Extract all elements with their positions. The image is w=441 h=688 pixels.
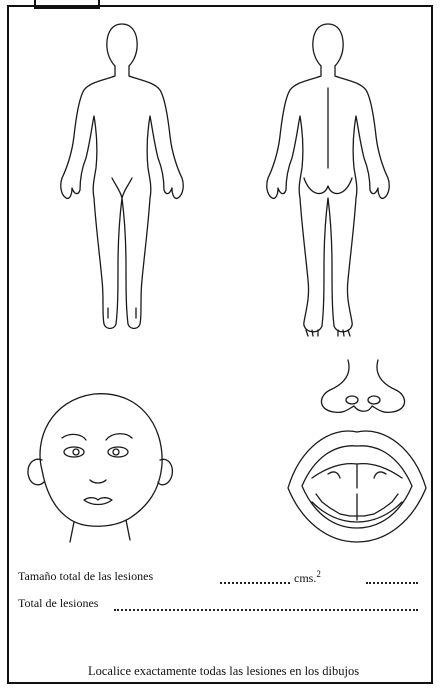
lesion-size-label: Tamaño total de las lesiones bbox=[18, 569, 153, 584]
open-mouth-figure bbox=[282, 418, 432, 546]
total-lesions-field[interactable] bbox=[114, 609, 418, 611]
nose-figure bbox=[308, 356, 418, 418]
lesion-size-unit: cms.2 bbox=[294, 569, 321, 586]
instruction-text: Localice exactamente todas las lesiones … bbox=[88, 664, 359, 679]
unit-text: cms. bbox=[294, 571, 316, 585]
infant-head-figure bbox=[14, 380, 184, 550]
unit-superscript: 2 bbox=[316, 569, 321, 579]
lesion-size-extra-field[interactable] bbox=[366, 582, 418, 584]
total-lesions-label: Total de lesiones bbox=[18, 596, 98, 611]
body-back-figure bbox=[258, 18, 398, 348]
body-front-figure bbox=[52, 18, 192, 338]
lesion-size-field[interactable] bbox=[220, 582, 290, 584]
